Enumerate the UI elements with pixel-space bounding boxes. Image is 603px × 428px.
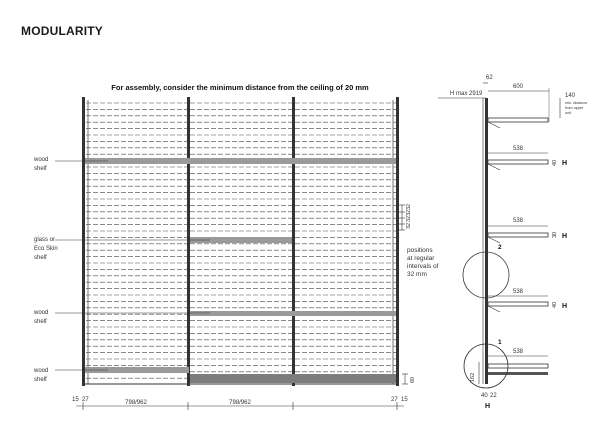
svg-text:538: 538 [513, 146, 524, 152]
base-unit [190, 374, 396, 383]
label-glass-shelf: glass or Eco Skin shelf [34, 237, 59, 261]
side-shelf-5 [487, 363, 549, 369]
svg-text:15: 15 [72, 397, 79, 403]
base-dimension: 60 [402, 373, 416, 385]
width-dimensions: 15 27 798/962 798/962 27 15 [72, 397, 408, 410]
assembly-heading: For assembly, consider the minimum dista… [111, 83, 369, 92]
side-shelf-3 [487, 232, 549, 238]
svg-text:538: 538 [513, 218, 524, 224]
front-view: wood shelf glass or Eco Skin shelf wood … [33, 97, 440, 410]
side-shelf-4 [487, 301, 549, 307]
svg-text:27: 27 [82, 397, 89, 403]
svg-text:40: 40 [552, 302, 558, 308]
upright-2 [187, 97, 190, 386]
detail-circle-1 [463, 343, 509, 389]
svg-text:1: 1 [498, 339, 502, 346]
pitch-dimension: 32 32 32 32 [399, 204, 412, 231]
svg-text:538: 538 [513, 349, 524, 355]
svg-text:40: 40 [552, 160, 558, 166]
svg-text:600: 600 [513, 84, 524, 90]
svg-text:2: 2 [498, 244, 502, 251]
side-shelf-2 [487, 159, 549, 165]
svg-text:798/962: 798/962 [125, 400, 147, 406]
svg-text:62: 62 [486, 75, 493, 81]
svg-text:H: H [485, 403, 490, 410]
upright-right [396, 97, 399, 386]
svg-text:60: 60 [410, 377, 416, 383]
svg-text:32: 32 [406, 223, 412, 229]
svg-text:798/962: 798/962 [229, 400, 251, 406]
svg-text:22: 22 [490, 393, 497, 399]
wood-shelf-bottom [85, 367, 189, 373]
svg-text:32: 32 [406, 204, 412, 210]
upright-3 [292, 97, 295, 386]
h-max: H max 2919 [450, 91, 483, 97]
svg-text:H: H [562, 160, 567, 167]
label-wood-shelf-top: wood shelf [33, 157, 50, 172]
side-upright [485, 98, 488, 384]
svg-text:538: 538 [513, 289, 524, 295]
svg-text:15: 15 [401, 397, 408, 403]
svg-text:32: 32 [406, 216, 412, 222]
svg-text:30: 30 [552, 232, 558, 238]
upright-left [82, 97, 85, 386]
ceiling-note: min. distance from upper unit [565, 101, 588, 115]
side-base [488, 372, 548, 375]
detail-circle-2 [462, 251, 510, 299]
svg-text:140: 140 [565, 93, 576, 99]
wood-shelf-top [85, 158, 396, 164]
svg-text:32: 32 [406, 210, 412, 216]
svg-text:H: H [562, 233, 567, 240]
svg-text:162: 162 [470, 373, 476, 382]
svg-text:27: 27 [391, 397, 398, 403]
label-wood-shelf-bottom: wood shelf [33, 368, 50, 383]
svg-text:H: H [562, 303, 567, 310]
page-title: MODULARITY [21, 24, 103, 38]
svg-text:40: 40 [481, 393, 488, 399]
side-view: H max 2919 62 600 140 min. distance from… [438, 75, 588, 410]
wood-shelf-middle [190, 311, 396, 316]
label-wood-shelf-middle: wood shelf [33, 310, 50, 325]
positions-note: positions at regular intervals of 32 mm [407, 247, 440, 278]
glass-shelf [190, 237, 292, 243]
side-shelf-1 [487, 117, 549, 123]
